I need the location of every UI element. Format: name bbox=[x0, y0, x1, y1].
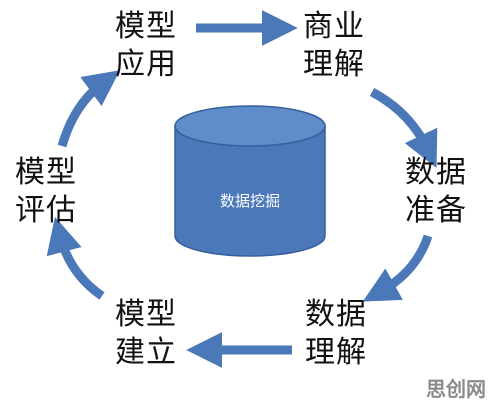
node-line: 数据 bbox=[305, 297, 367, 332]
node-model-building: 模型 建立 bbox=[110, 296, 182, 372]
arrow-eval-to-apply bbox=[57, 70, 120, 148]
node-business-understanding: 商业 理解 bbox=[298, 8, 370, 84]
node-line: 模型 bbox=[15, 155, 77, 190]
arrow-business-to-prep bbox=[369, 88, 438, 168]
node-line: 模型 bbox=[115, 297, 177, 332]
arrow-build-to-eval bbox=[46, 216, 105, 300]
node-line: 理解 bbox=[305, 335, 367, 370]
node-line: 模型 bbox=[115, 9, 177, 44]
node-data-understanding: 数据 理解 bbox=[300, 296, 372, 372]
node-line: 理解 bbox=[303, 47, 365, 82]
node-model-evaluation: 模型 评估 bbox=[10, 154, 82, 230]
node-line: 应用 bbox=[115, 47, 177, 82]
node-data-preparation: 数据 准备 bbox=[400, 154, 472, 230]
node-line: 评估 bbox=[15, 193, 77, 228]
node-line: 建立 bbox=[115, 335, 177, 370]
center-label: 数据挖掘 bbox=[219, 192, 280, 210]
database-cylinder-icon bbox=[174, 105, 326, 257]
node-line: 商业 bbox=[303, 9, 365, 44]
node-line: 准备 bbox=[405, 193, 467, 228]
node-model-apply: 模型 应用 bbox=[110, 8, 182, 84]
watermark-logo: 思创网 bbox=[426, 377, 486, 401]
arrow-prep-to-understand bbox=[362, 234, 433, 302]
node-line: 数据 bbox=[405, 155, 467, 190]
